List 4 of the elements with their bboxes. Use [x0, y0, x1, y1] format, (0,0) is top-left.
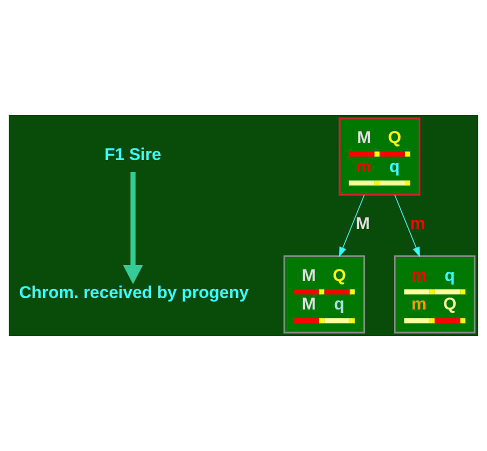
edge-label: M — [356, 214, 370, 233]
node-text: F1 Sire — [104, 145, 162, 164]
node-text: Chrom. received by progeny — [19, 282, 249, 302]
edge-label: m — [410, 214, 426, 233]
